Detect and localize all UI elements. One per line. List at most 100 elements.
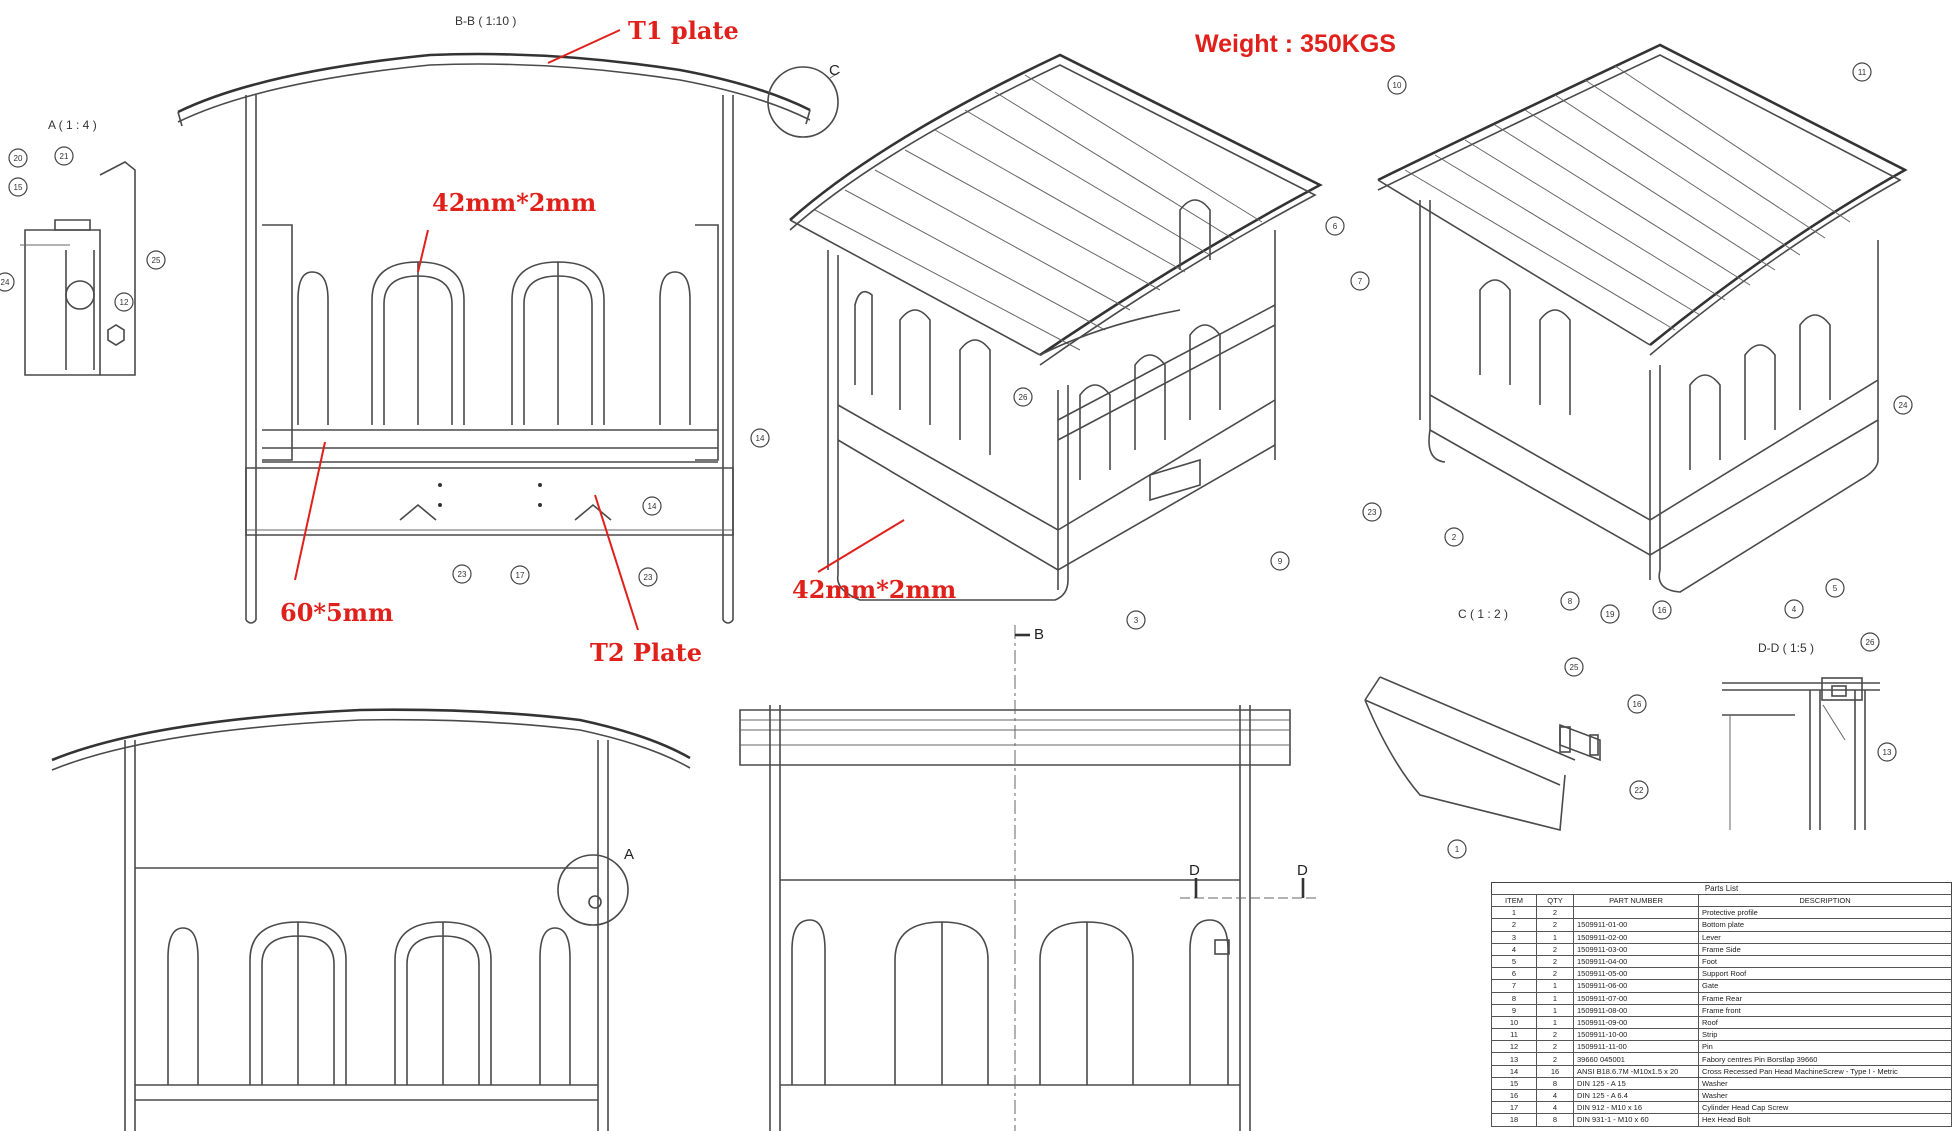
balloon-circle [1013,387,1033,407]
cell-part-number: 39660 045001 [1573,1052,1699,1066]
balloon-callout: 1 [1447,839,1467,859]
detail-a-view [20,161,136,376]
cell-item: 2 [1491,918,1537,932]
cell-part-number: 1509911-05-00 [1573,967,1699,981]
cell-item: 17 [1491,1101,1537,1115]
front-view-bottom-left [51,708,691,1131]
balloon-circle [1325,216,1345,236]
side-view-bottom-center [739,625,1318,1131]
balloon-number: 3 [1134,616,1139,625]
balloon-circle [1627,694,1647,714]
isometric-right-view [1377,43,1908,593]
parts-list-table: Parts List ITEM QTY PART NUMBER DESCRIPT… [1491,882,1952,1127]
balloon-circle [638,567,658,587]
cell-item: 8 [1491,991,1537,1005]
cell-description: Hex Head Bolt [1698,1113,1952,1127]
cell-description: Protective profile [1698,906,1952,920]
cell-item: 6 [1491,967,1537,981]
balloon-number: 23 [1368,508,1377,517]
section-marker-c: C [829,62,840,79]
cell-item: 16 [1491,1088,1537,1103]
annotation-t2-plate: T2 Plate [590,638,702,667]
cell-item: 4 [1491,942,1537,956]
cell-qty: 2 [1536,918,1574,932]
balloon-callout: 12 [114,292,134,312]
balloon-circle [510,565,530,585]
balloon-number: 20 [14,154,23,163]
balloon-number: 24 [1,278,10,287]
cell-qty: 2 [1536,954,1574,969]
balloon-callout: 22 [1629,780,1649,800]
balloon-circle [1444,527,1464,547]
balloon-callout: 24 [1893,395,1913,415]
cell-item: 7 [1491,979,1537,993]
balloon-callout: 13 [1877,742,1897,762]
cell-qty: 16 [1536,1064,1574,1078]
cell-description: Lever [1698,930,1952,944]
header-qty: QTY [1536,893,1574,908]
section-marker-d-left: D [1189,862,1200,879]
annotation-tube-lower: 42mm*2mm [792,575,957,604]
cell-part-number: 1509911-03-00 [1573,942,1699,956]
cell-description: Washer [1698,1076,1952,1091]
cell-qty: 2 [1536,1052,1574,1066]
balloon-number: 23 [458,570,467,579]
cell-qty: 1 [1536,979,1574,993]
balloon-number: 16 [1633,700,1642,709]
cell-part-number: ANSI B18.6.7M -M10x1.5 x 20 [1573,1064,1699,1078]
cell-description: Bottom plate [1698,918,1952,932]
view-label-detail-a: A ( 1 : 4 ) [48,118,97,132]
balloon-number: 25 [1570,663,1579,672]
balloon-circle [1270,551,1290,571]
section-marker-d-right: D [1297,862,1308,879]
parts-list-header-row: ITEM QTY PART NUMBER DESCRIPTION [1491,893,1952,908]
balloon-callout: 26 [1013,387,1033,407]
cell-description: Gate [1698,979,1952,993]
balloon-callout: 11 [1852,62,1872,82]
balloon-circle [1387,75,1407,95]
view-label-section-bb: B-B ( 1:10 ) [455,14,517,28]
balloon-circle [146,250,166,270]
balloon-number: 1 [1455,845,1460,854]
cell-description: Strip [1698,1028,1952,1042]
cell-description: Frame front [1698,1003,1952,1017]
balloon-number: 14 [756,434,765,443]
balloon-number: 15 [14,183,23,192]
header-description: DESCRIPTION [1698,893,1952,908]
balloon-number: 14 [648,502,657,511]
balloon-number: 25 [152,256,161,265]
balloon-number: 6 [1333,222,1338,231]
balloon-number: 7 [1358,277,1363,286]
balloon-number: 17 [516,571,525,580]
header-item: ITEM [1491,893,1537,908]
annotation-flat-bar: 60*5mm [280,598,394,627]
balloon-circle [1447,839,1467,859]
cell-description: Frame Side [1698,942,1952,956]
balloon-circle [452,564,472,584]
balloon-callout: 5 [1825,578,1845,598]
balloon-circle [1629,780,1649,800]
balloon-circle [750,428,770,448]
balloon-callout: 24 [0,272,15,292]
balloon-callout: 14 [750,428,770,448]
balloon-callout: 16 [1627,694,1647,714]
balloon-circle [1564,657,1584,677]
cell-description: Foot [1698,954,1952,969]
cell-qty: 2 [1536,1028,1574,1042]
balloon-callout: 19 [1600,604,1620,624]
red-leaders [294,29,905,631]
cell-qty: 1 [1536,991,1574,1005]
cell-description: Cylinder Head Cap Screw [1698,1101,1952,1115]
